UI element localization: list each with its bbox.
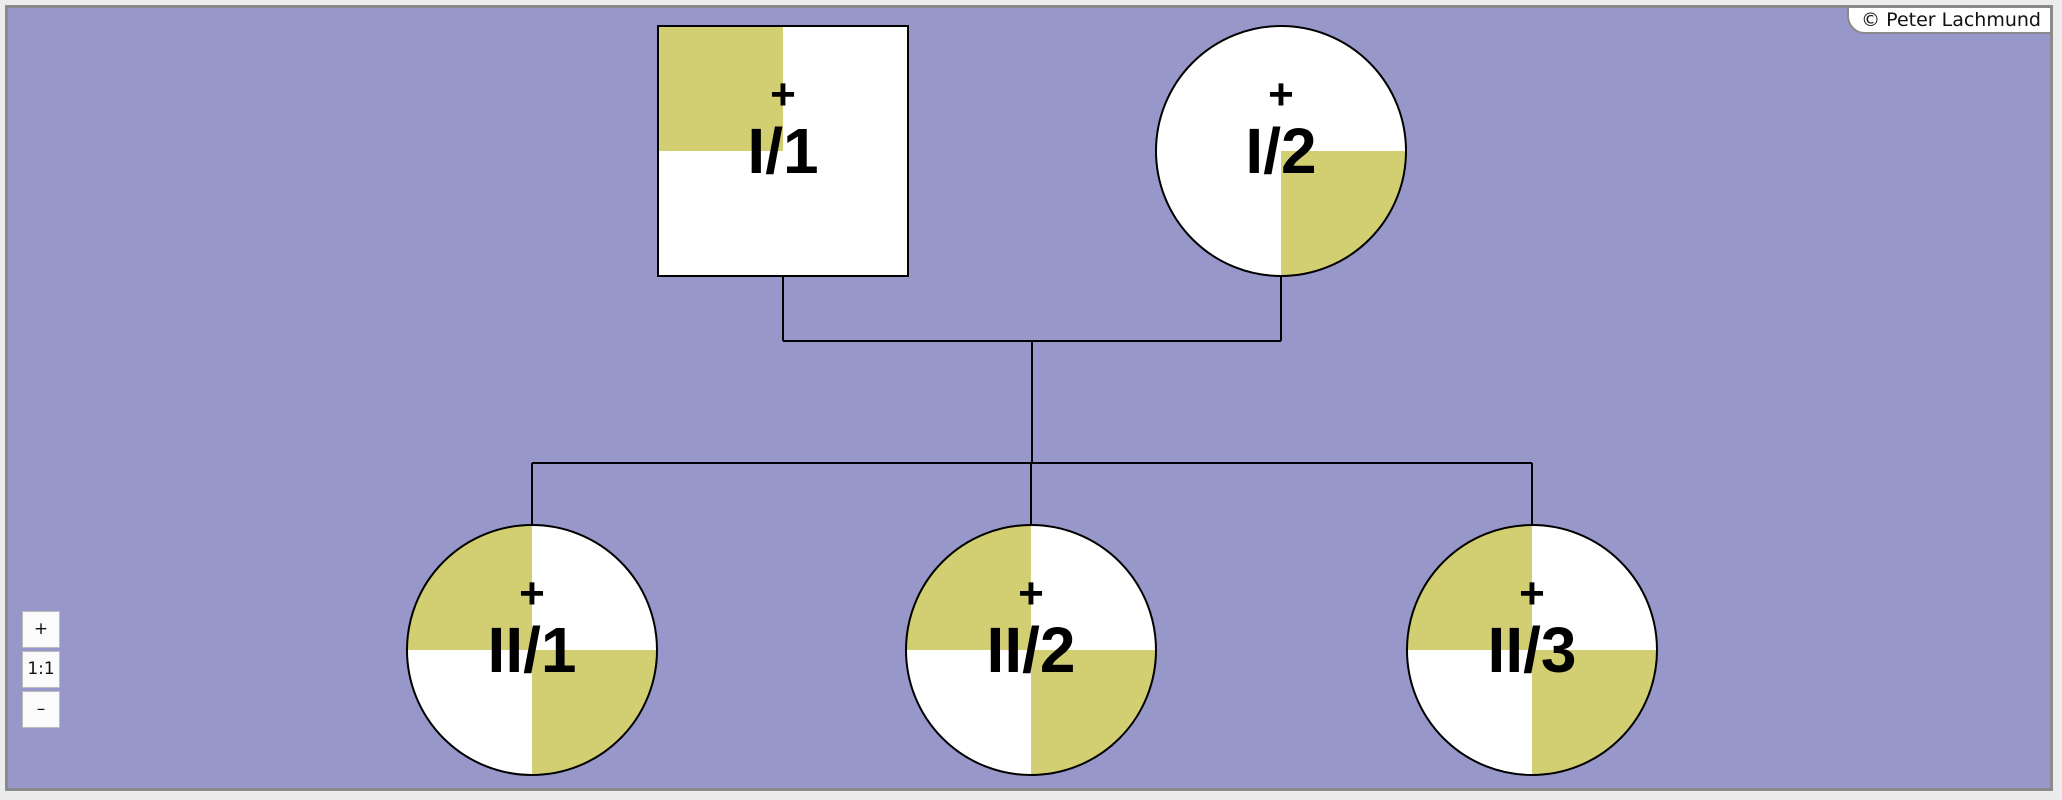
individual-label: II/3 [1488,614,1577,686]
individual-label: II/2 [987,614,1076,686]
individual-label: I/1 [747,115,818,187]
individual-ii-3[interactable]: +II/3 [1406,524,1658,776]
individual-ii-1[interactable]: +II/1 [406,524,658,776]
individual-i-2[interactable]: +I/2 [1155,25,1407,277]
affected-quadrant-top-left [658,26,783,151]
status-mark: + [770,70,796,119]
status-mark: + [1519,569,1545,618]
zoom-controls: + 1:1 – [22,611,62,731]
zoom-reset-button[interactable]: 1:1 [22,651,60,688]
zoom-in-button[interactable]: + [22,611,60,648]
copyright-notice: © Peter Lachmund [1847,8,2050,34]
individual-label: I/2 [1245,115,1316,187]
male-symbol-outline [657,25,909,277]
female-symbol-outline [406,524,658,776]
pedigree-canvas[interactable]: +I/1+I/2+II/1+II/2+II/3 © Peter Lachmund… [5,5,2053,791]
pedigree-diagram: +I/1+I/2+II/1+II/2+II/3 [8,8,2050,788]
individual-ii-2[interactable]: +II/2 [905,524,1157,776]
status-mark: + [1018,569,1044,618]
female-symbol-outline [1155,25,1407,277]
zoom-out-button[interactable]: – [22,691,60,728]
individual-label: II/1 [488,614,577,686]
status-mark: + [519,569,545,618]
status-mark: + [1268,70,1294,119]
female-symbol-outline [1406,524,1658,776]
individual-i-1[interactable]: +I/1 [657,25,909,277]
female-symbol-outline [905,524,1157,776]
